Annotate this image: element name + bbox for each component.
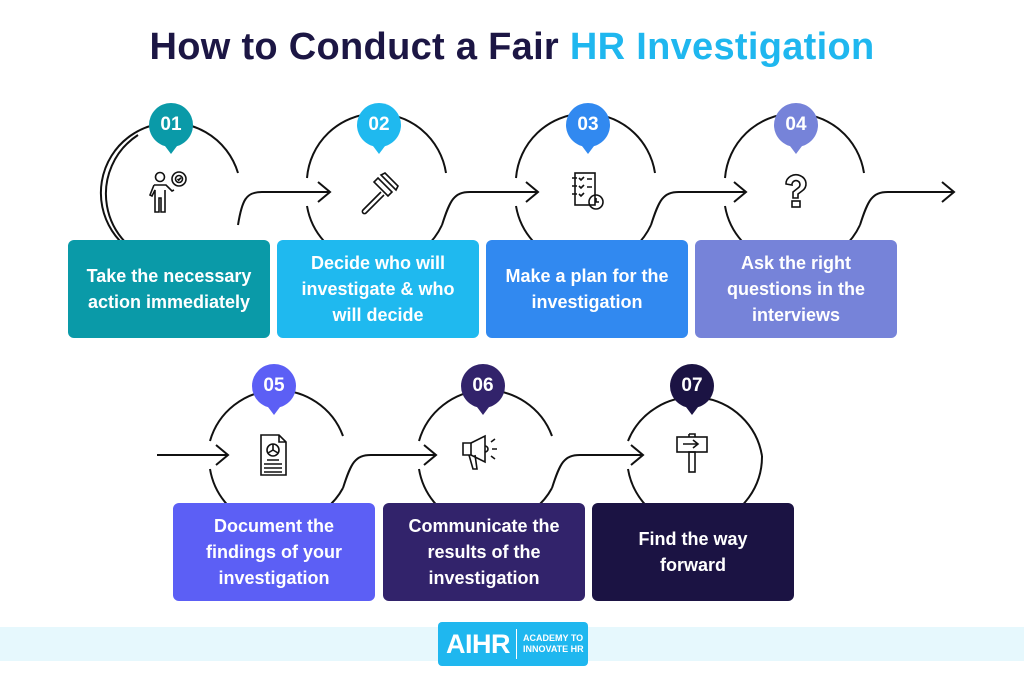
step-box-04: Ask the right questions in the interview… (695, 240, 897, 338)
step-box-03: Make a plan for the investigation (486, 240, 688, 338)
step-badge-07: 07 (670, 364, 714, 415)
logo-tagline-line2: INNOVATE HR (523, 644, 584, 654)
step-badge-04: 04 (774, 103, 818, 154)
connectors-row2 (157, 444, 645, 489)
step-badge-02: 02 (357, 103, 401, 154)
step-badge-05: 05 (252, 364, 296, 415)
signpost-icon (676, 433, 708, 473)
title-main: How to Conduct a Fair (149, 26, 570, 68)
connectors-row1 (237, 181, 956, 226)
checklist-clock-icon (572, 172, 604, 210)
person-gear-icon (148, 171, 187, 213)
logo-mark: AIHR (446, 628, 511, 659)
title-accent: HR Investigation (569, 26, 875, 68)
step-badge-06: 06 (461, 364, 505, 415)
logo-divider (516, 629, 517, 659)
megaphone-icon (462, 434, 497, 470)
report-document-icon (260, 434, 287, 476)
step-badge-01: 01 (149, 103, 193, 154)
gavel-icon (361, 172, 399, 215)
step-box-02: Decide who will investigate & who will d… (277, 240, 479, 338)
page-title: How to Conduct a Fair HR Investigation (0, 26, 1024, 69)
step-badge-03: 03 (566, 103, 610, 154)
question-mark-icon (785, 174, 807, 208)
logo-tagline-line1: ACADEMY TO (523, 633, 584, 643)
step-box-07: Find the way forward (592, 503, 794, 601)
step-box-05: Document the findings of your investigat… (173, 503, 375, 601)
step-box-06: Communicate the results of the investiga… (383, 503, 585, 601)
step-box-01: Take the necessary action immediately (68, 240, 270, 338)
